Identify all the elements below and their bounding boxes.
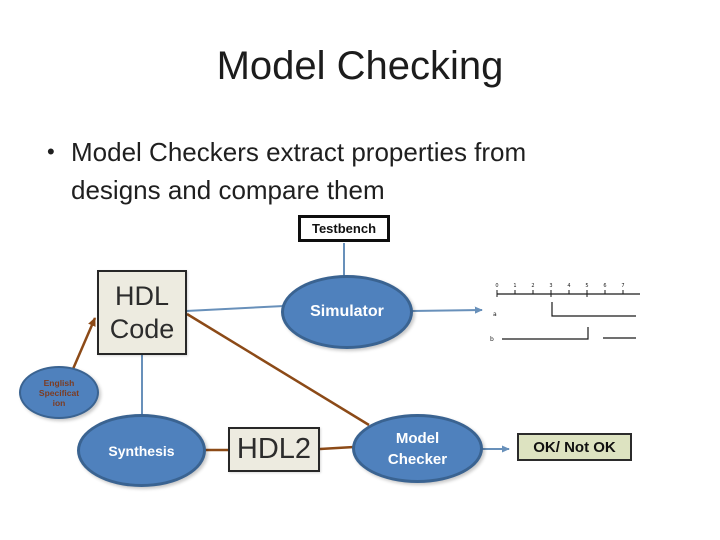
simulator-ellipse: Simulator [281,275,413,349]
waveform-tick-label: 4 [567,283,570,289]
signal-a-trace [551,302,636,317]
signal-b-trace [502,327,589,340]
waveform-tick-label: 2 [531,283,534,289]
waveform-tick-label: 3 [549,283,552,289]
waveform: 0 1 2 3 4 5 6 7 a b [490,283,640,343]
signal-a-label: a [493,311,497,318]
waveform-tick-label: 7 [621,283,624,289]
english-spec-label-line1: English [43,377,75,388]
waveform-tick-labels: 0 1 2 3 4 5 6 7 [495,283,624,289]
hdl-code-box: HDL Code [97,270,187,355]
synthesis-label: Synthesis [108,442,175,459]
simulator-label: Simulator [310,303,384,320]
waveform-tick-label: 1 [513,283,516,289]
testbench-box: Testbench [298,215,390,242]
bullet-text: Model Checkers extract properties from d… [71,137,527,205]
bullet-item: • Model Checkers extract properties from… [47,133,567,209]
synthesis-ellipse: Synthesis [77,414,206,487]
english-spec-label-line3: ion [52,397,66,408]
hdl2-box: HDL2 [228,427,320,472]
result-box: OK/ Not OK [517,433,632,461]
result-label: OK/ Not OK [533,438,616,456]
english-spec-ellipse: English Specificat ion [19,366,99,419]
connector-hdlcode-simulator [185,305,285,312]
waveform-ticks [496,290,624,297]
connector-hdl2-modelchecker [319,445,355,451]
waveform-tick-label: 0 [495,283,498,289]
waveform-tick-label: 6 [603,283,606,289]
bullet-marker: • [47,139,55,164]
signal-b-label: b [490,336,494,343]
model-checker-ellipse: Model Checker [352,414,483,483]
hdl-code-label-line2: Code [109,313,175,344]
model-checker-label-line2: Checker [387,450,448,468]
arrow-simulator-waveform [410,306,483,314]
model-checker-label-line1: Model [395,429,440,447]
hdl-code-label-line1: HDL [114,280,169,311]
waveform-tick-label: 5 [585,283,588,289]
english-spec-label-line2: Specificat [38,387,80,398]
page-title: Model Checking [216,44,504,88]
testbench-label: Testbench [311,221,377,236]
arrow-englishspec-hdlcode [71,317,97,370]
hdl2-label: HDL2 [236,433,312,465]
